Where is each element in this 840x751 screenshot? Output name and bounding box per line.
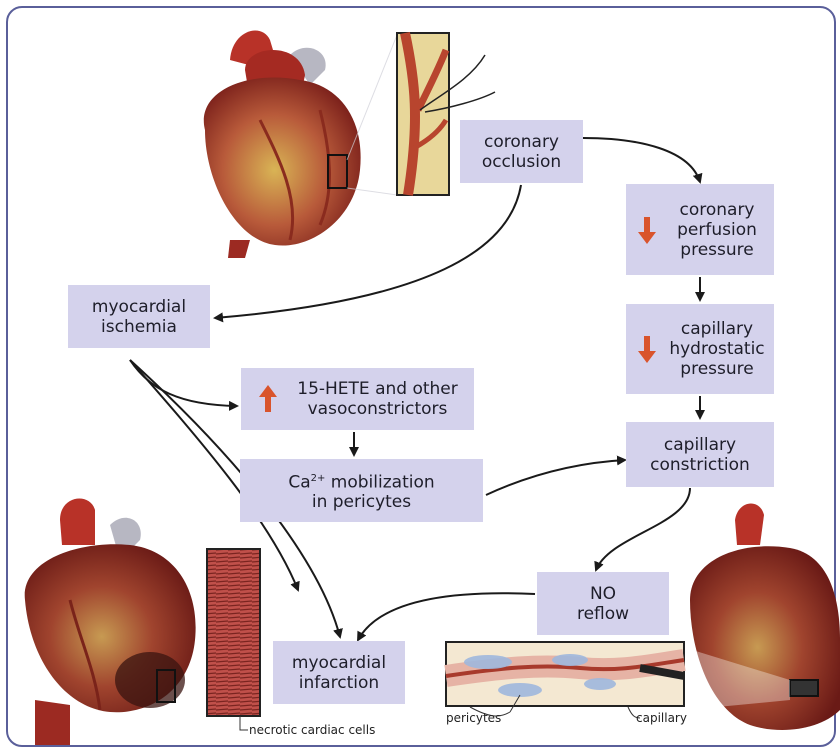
capillary-constriction-box: capillary constriction [626, 422, 774, 487]
capillary-hydrostatic-pressure-label: capillary hydrostatic pressure [660, 319, 774, 379]
reperfused-heart-illustration [686, 504, 840, 730]
hete-vasoconstrictors-label: 15-HETE and other vasoconstrictors [281, 379, 474, 419]
red-down-arrow-icon [636, 215, 658, 245]
myocardial-infarction-label: myocardial infarction [292, 653, 386, 693]
red-up-arrow-icon [257, 384, 279, 414]
coronary-occlusion-box: coronary occlusion [460, 120, 583, 183]
infarcted-heart-illustration [25, 499, 196, 745]
no-reflow-label: NO reflow [577, 584, 629, 624]
myocardial-infarction-box: myocardial infarction [273, 641, 405, 704]
necrotic-cells-label: necrotic cardiac cells [249, 723, 375, 737]
ca-mobilization-label: Ca2+ mobilization in pericytes [288, 469, 434, 513]
capillary-label: capillary [636, 711, 687, 725]
top-heart-illustration [204, 30, 397, 258]
capillary-hydrostatic-pressure-box: capillary hydrostatic pressure [626, 304, 774, 394]
myocardial-ischemia-label: myocardial ischemia [92, 297, 186, 337]
coronary-perfusion-pressure-box: coronary perfusion pressure [626, 184, 774, 275]
ca-mobilization-box: Ca2+ mobilization in pericytes [240, 459, 483, 522]
pericytes-label: pericytes [446, 711, 501, 725]
coronary-occlusion-label: coronary occlusion [482, 132, 561, 172]
necrotic-muscle-inset [207, 549, 260, 730]
coronary-perfusion-pressure-label: coronary perfusion pressure [660, 200, 774, 260]
capillary-pericytes-illustration [446, 642, 684, 718]
hete-vasoconstrictors-box: 15-HETE and other vasoconstrictors [241, 368, 474, 430]
red-down-arrow-icon [636, 334, 658, 364]
capillary-constriction-label: capillary constriction [650, 435, 750, 475]
no-reflow-box: NO reflow [537, 572, 669, 635]
myocardial-ischemia-box: myocardial ischemia [68, 285, 210, 348]
